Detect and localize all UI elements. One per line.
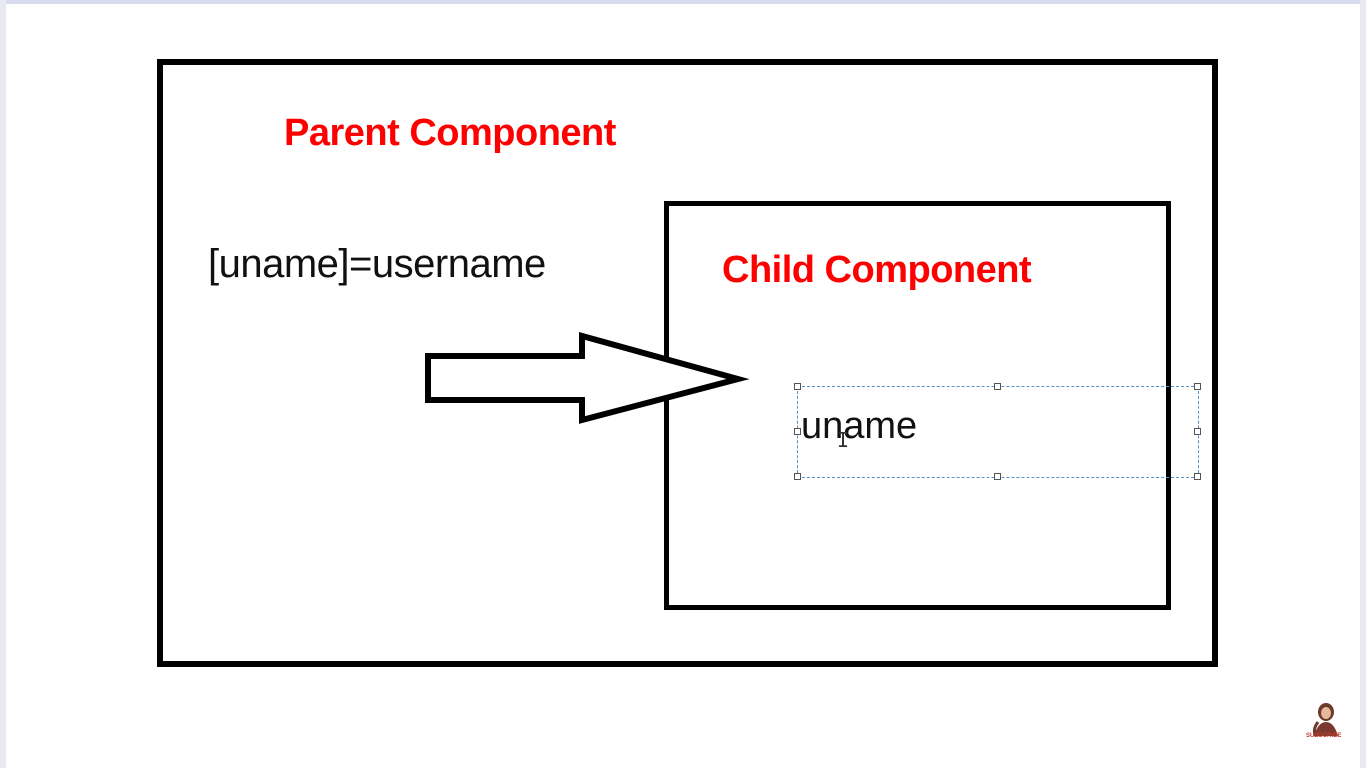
parent-component-title: Parent Component (284, 112, 616, 154)
resize-handle-bottom-right[interactable] (1194, 473, 1201, 480)
channel-avatar-icon[interactable] (1306, 700, 1344, 742)
resize-handle-bottom-middle[interactable] (994, 473, 1001, 480)
child-component-title: Child Component (722, 249, 1032, 291)
arrow-right-icon (425, 332, 750, 424)
resize-handle-bottom-left[interactable] (794, 473, 801, 480)
resize-handle-top-middle[interactable] (994, 383, 1001, 390)
resize-handle-middle-right[interactable] (1194, 428, 1201, 435)
window-top-border (0, 0, 1366, 4)
parent-component-box (157, 59, 1218, 667)
child-component-box (664, 201, 1171, 610)
resize-handle-middle-left[interactable] (794, 428, 801, 435)
window-right-border (1360, 0, 1366, 768)
property-binding-expression: [uname]=username (208, 242, 546, 286)
text-cursor-icon: I (837, 428, 850, 452)
resize-handle-top-right[interactable] (1194, 383, 1201, 390)
child-input-property[interactable]: uname (801, 405, 918, 447)
subscribe-label[interactable]: SUBSCRIBE (1306, 733, 1342, 739)
window-left-border (0, 0, 6, 768)
resize-handle-top-left[interactable] (794, 383, 801, 390)
